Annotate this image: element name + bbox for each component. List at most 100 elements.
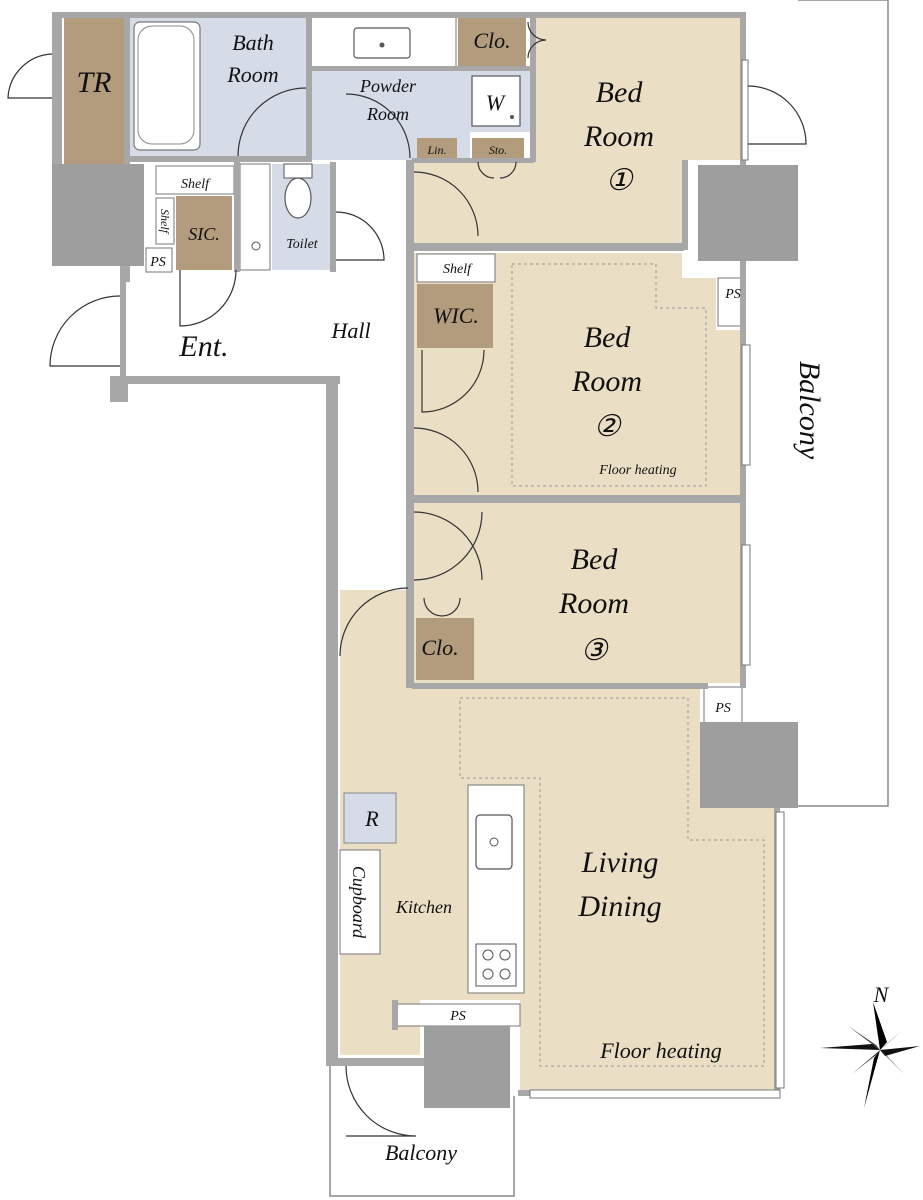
- label-hall: Hall: [330, 318, 370, 343]
- door-bed1-closet: [477, 161, 517, 179]
- burner-3: [482, 968, 494, 980]
- label-shelf-wic: Shelf: [443, 262, 473, 277]
- wall-bed1-left: [530, 16, 536, 162]
- label-balcony-bottom: Balcony: [385, 1140, 457, 1165]
- label-bed3-num: ③: [581, 634, 610, 667]
- burner-4: [499, 968, 511, 980]
- label-bed2-num: ②: [594, 410, 623, 443]
- label-shelf-vertical: Shelf: [158, 209, 172, 235]
- door-bath: [237, 87, 307, 157]
- compass-needle-north: [873, 1002, 887, 1050]
- pillar-bottom: [424, 1026, 510, 1108]
- wall-hall-bottom: [126, 376, 340, 384]
- bed-room-2-floor: [412, 253, 742, 495]
- label-bed2-1: Bed: [584, 321, 632, 354]
- door-sic: [179, 269, 237, 327]
- fridge-box: [343, 792, 397, 844]
- wall-entrance-bottom: [110, 376, 128, 402]
- burner-2: [499, 949, 511, 961]
- label-clo-top: Clo.: [473, 28, 510, 53]
- label-bed1-2: Room: [583, 120, 654, 153]
- wall-top: [52, 12, 746, 18]
- label-balcony-right: Balcony: [793, 361, 826, 460]
- door-entrance: [49, 295, 121, 367]
- door-bed1-balcony: [747, 85, 807, 145]
- sink-drain: [379, 42, 385, 48]
- wall-hall-right: [406, 160, 414, 688]
- washer-dot: [510, 115, 514, 119]
- balcony-bottom-outline: [329, 1066, 515, 1197]
- label-washer: W: [486, 90, 506, 115]
- label-bed3-1: Bed: [571, 543, 619, 576]
- clo-bed3-storage: [416, 618, 474, 680]
- label-tr: TR: [76, 66, 111, 99]
- toilet-bowl: [284, 177, 312, 219]
- door-tr: [7, 53, 53, 99]
- window-bed1: [741, 59, 749, 161]
- label-powder-1: Powder: [359, 76, 417, 96]
- window-living-right: [775, 811, 785, 1089]
- wall-left-entry: [120, 266, 126, 378]
- shelf-vertical-box: [155, 197, 175, 245]
- door-powder: [345, 93, 411, 159]
- sto-storage: [472, 138, 524, 160]
- tr-storage: [64, 16, 124, 164]
- shelf-wic-box: [416, 253, 496, 283]
- label-kitchen: Kitchen: [395, 897, 452, 917]
- compass-diag-3: [880, 1050, 904, 1074]
- burner-1: [482, 949, 494, 961]
- washstand-bowl: [251, 241, 261, 251]
- label-bath-2: Room: [226, 62, 278, 87]
- door-bed2: [413, 427, 479, 493]
- wic-storage: [417, 284, 493, 348]
- label-bed3-2: Room: [558, 587, 629, 620]
- bed-room-1-floor: [412, 16, 742, 243]
- label-shelf-left: Shelf: [181, 177, 211, 192]
- pillar-bed1: [698, 165, 798, 261]
- door-balcony-bottom: [345, 1065, 417, 1137]
- door-bed3: [413, 511, 483, 581]
- wall-bath-bottom: [128, 156, 310, 162]
- window-living-bottom: [529, 1089, 781, 1099]
- label-lin: Lin.: [426, 143, 446, 157]
- label-sic: SIC.: [188, 224, 220, 244]
- wall-powder-bottom: [412, 158, 534, 163]
- lin-storage: [417, 138, 457, 160]
- ps-right-top-box: [717, 277, 745, 327]
- door-bed1: [413, 171, 479, 237]
- wall-ps-left: [392, 1000, 398, 1030]
- cooktop: [475, 943, 517, 987]
- label-living-floor-heating: Floor heating: [599, 1038, 722, 1063]
- compass-needle-west: [820, 1044, 880, 1050]
- wall-tr-right: [124, 12, 130, 282]
- toilet-tank: [283, 163, 313, 179]
- pillar-living: [700, 722, 798, 808]
- bathtub: [133, 21, 201, 151]
- label-fridge: R: [364, 806, 379, 831]
- compass-needle-south: [864, 1050, 880, 1108]
- compass-north-label: N: [873, 982, 890, 1007]
- compass-diag-2: [880, 1030, 903, 1050]
- label-toilet: Toilet: [286, 237, 318, 252]
- label-ps-right-top: PS: [724, 287, 741, 302]
- wall-bed1-bottom: [412, 243, 684, 251]
- label-bed1-num: ①: [606, 164, 635, 197]
- wall-bed3-bottom: [412, 683, 708, 689]
- label-bath-1: Bath: [232, 30, 274, 55]
- pillar-left: [52, 164, 144, 266]
- label-living-2: Dining: [577, 890, 661, 923]
- label-entrance: Ent.: [178, 330, 228, 363]
- wall-kitchen-bottom: [326, 1058, 426, 1066]
- label-ps-living: PS: [714, 701, 731, 716]
- wall-toilet-left: [234, 162, 240, 272]
- toilet-washstand: [239, 163, 271, 271]
- compass-diag-1: [848, 1026, 880, 1050]
- kitchen-sink: [475, 814, 513, 870]
- door-toilet: [335, 211, 385, 261]
- bathtub-inner: [137, 25, 195, 145]
- living-dining-floor: [340, 590, 775, 1090]
- door-wic: [421, 349, 485, 413]
- label-living-1: Living: [581, 846, 659, 879]
